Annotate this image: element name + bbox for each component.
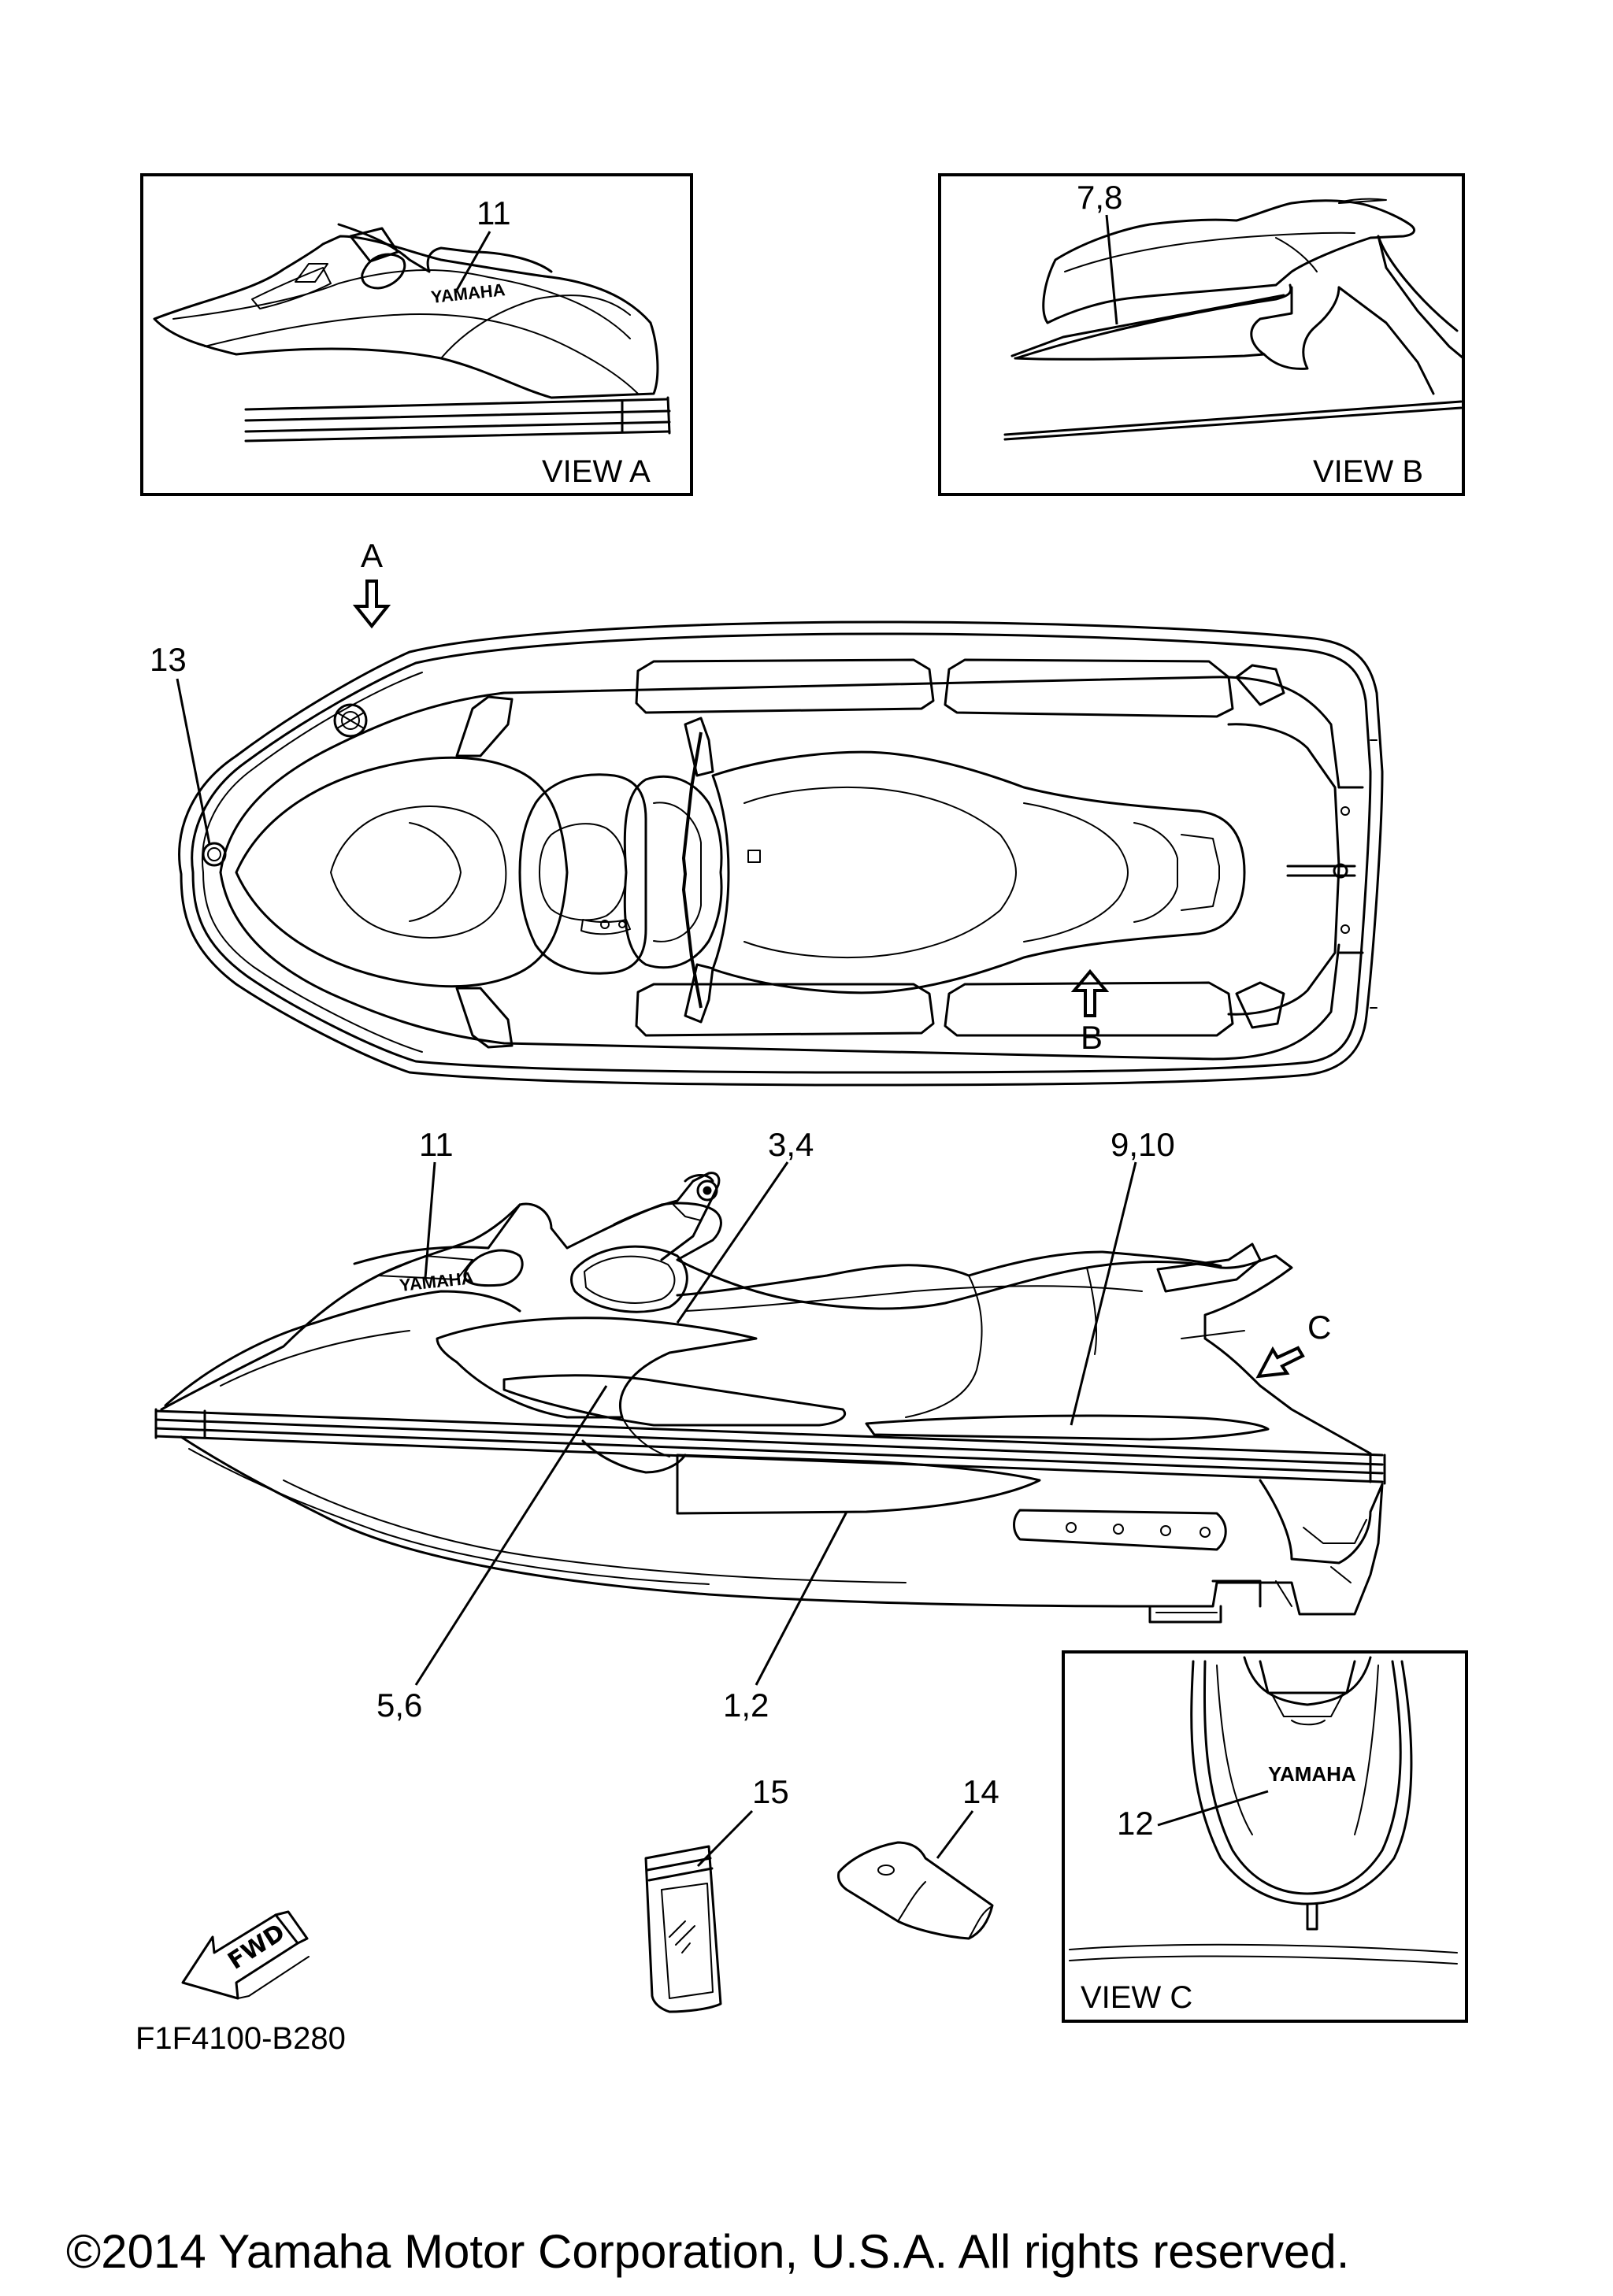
view-c-panel: YAMAHA 12 VIEW C <box>1062 1650 1468 2023</box>
view-a-label: VIEW A <box>542 454 651 489</box>
callout-9-10: 9,10 <box>1111 1126 1175 1163</box>
arrow-b-icon <box>1070 968 1110 1017</box>
copyright-text: ©2014 Yamaha Motor Corporation, U.S.A. A… <box>66 2225 1349 2278</box>
arrow-c-icon <box>1255 1346 1305 1379</box>
view-a-panel: YAMAHA 11 VIEW A <box>140 173 693 496</box>
arrow-a-icon <box>352 580 391 629</box>
callout-3-4: 3,4 <box>768 1126 814 1163</box>
callout-14: 14 <box>962 1773 999 1810</box>
view-b-panel: 7,8 VIEW B <box>938 173 1465 496</box>
view-c-label: VIEW C <box>1081 1980 1192 2015</box>
fuel-cap <box>333 703 368 738</box>
arrow-b-label: B <box>1081 1019 1103 1056</box>
callout-12: 12 <box>1117 1805 1154 1842</box>
callout-15: 15 <box>752 1773 789 1810</box>
arrow-c-label: C <box>1307 1309 1331 1346</box>
manual-pouch: 15 <box>644 1773 789 2013</box>
view-b-label: VIEW B <box>1313 454 1423 489</box>
callout-11-side: 11 <box>419 1126 454 1163</box>
yamaha-logo-view-a: YAMAHA <box>430 280 506 307</box>
callout-11-view-a: 11 <box>476 194 511 231</box>
cover-part: 14 <box>837 1773 999 1940</box>
callout-5-6: 5,6 <box>376 1687 422 1724</box>
part-code: F1F4100-B280 <box>135 2021 346 2056</box>
side-view: YAMAHA 11 3,4 9,10 5,6 1,2 C <box>154 1126 1386 1724</box>
yamaha-logo-view-c: YAMAHA <box>1268 1762 1356 1786</box>
arrow-a-label: A <box>361 537 383 574</box>
callout-1-2: 1,2 <box>723 1687 769 1724</box>
callout-13: 13 <box>150 641 187 678</box>
callout-7-8-view-b: 7,8 <box>1077 179 1122 216</box>
fwd-arrow-icon: FWD <box>181 1910 310 2000</box>
top-view: A <box>150 537 1384 1087</box>
